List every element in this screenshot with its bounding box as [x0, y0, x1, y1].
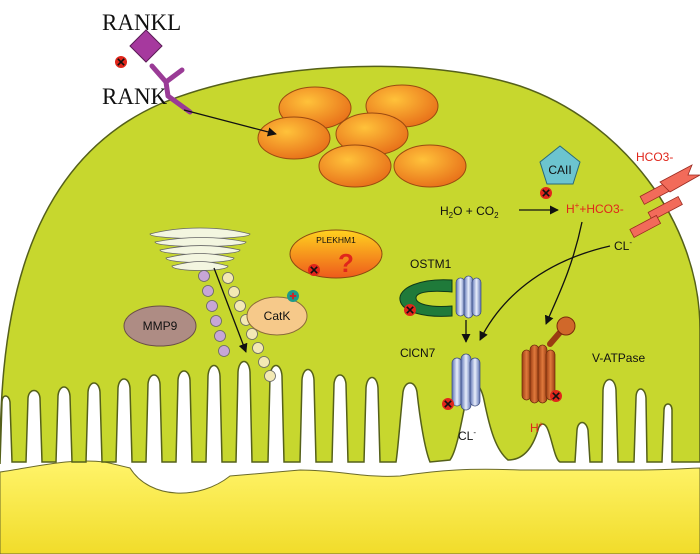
clcn7-channel: [451, 353, 481, 411]
clcn7-channel-upper: [455, 275, 482, 319]
h2o-co2-text: H2O + CO2: [440, 204, 499, 220]
arrow-h-to-vatpase: [544, 221, 583, 325]
rank-label: RANK: [102, 84, 168, 109]
ostm1-mutation-icon: [404, 304, 416, 316]
arrow-golgi-to-membrane: [213, 267, 248, 353]
rank-receptor: [149, 63, 193, 115]
nuclei: [257, 84, 467, 188]
mmp9-label: MMP9: [143, 319, 178, 333]
caii-mutation-icon: [540, 187, 552, 199]
cl-in-label: CL-: [614, 238, 632, 253]
hco3-exchange-arrow: [659, 164, 700, 193]
caii-label: CAII: [548, 163, 571, 177]
plekhm1-label: PLEKHM1: [316, 235, 356, 245]
rankl-mutation-icon: [115, 56, 127, 68]
nucleus: [257, 116, 331, 160]
h-out-label: H+: [530, 420, 544, 435]
arrow-rank-to-nuclei: [183, 109, 277, 137]
golgi-apparatus: [149, 227, 251, 271]
catk-label: CatK: [264, 309, 291, 323]
v-atpase-label: V-ATPase: [592, 351, 645, 365]
nucleus: [393, 144, 467, 188]
bone-matrix: [0, 460, 700, 554]
question-mark: ?: [338, 248, 354, 278]
clcn7-mutation-icon: [442, 398, 454, 410]
v-atpase-mutation-icon: [550, 390, 562, 402]
catk-mutation-icon: [287, 290, 299, 302]
v-atpase-pump: [521, 316, 576, 404]
rankl-label: RANKL: [102, 10, 181, 35]
nucleus: [318, 144, 392, 188]
mmp9-protein: [123, 305, 197, 347]
ostm1-label: OSTM1: [410, 257, 452, 271]
cl-out-label: CL-: [458, 428, 476, 443]
rankl-ligand: [129, 29, 163, 63]
caii-enzyme: [539, 145, 581, 185]
hco3-out-label: HCO3-: [636, 150, 673, 164]
hplus-hco3-text: H++HCO3-: [566, 201, 624, 216]
plekhm1-mutation-icon: [308, 264, 320, 276]
clcn7-label: ClCN7: [400, 346, 436, 360]
catk-protein: [246, 296, 308, 336]
arrow-cl-to-clcn7: [479, 245, 611, 341]
